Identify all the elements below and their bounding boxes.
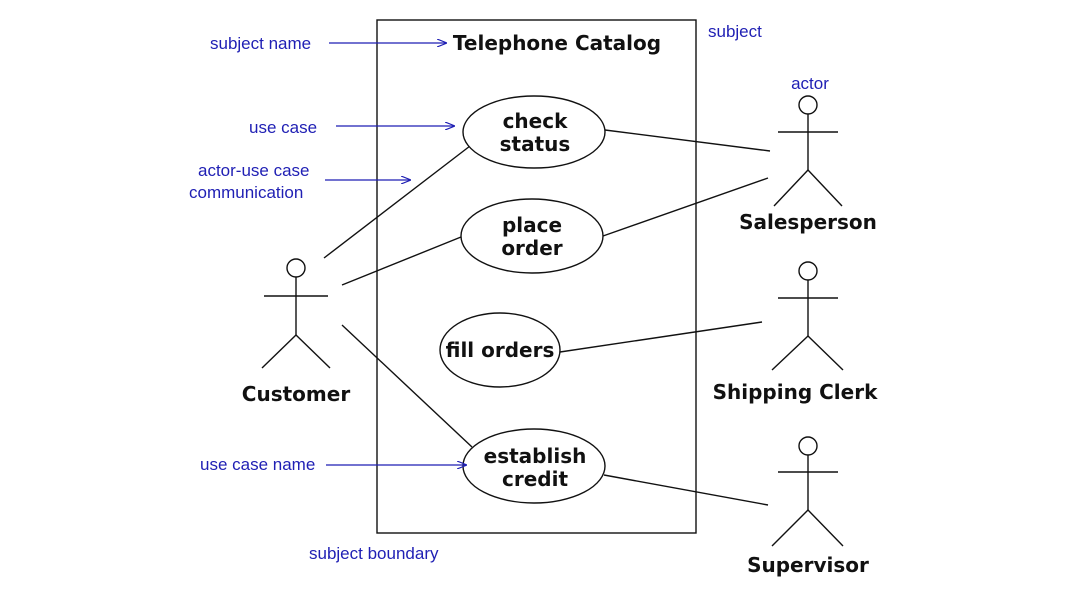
actor-shipping-clerk-label: Shipping Clerk: [713, 380, 878, 404]
annotation-subject-boundary: subject boundary: [309, 544, 439, 563]
use-case-check-status-label-1: check: [503, 109, 569, 133]
actor-supervisor: Supervisor: [747, 436, 869, 577]
association-customer-check-status: [323, 145, 471, 259]
association-establish-credit-supervisor: [603, 474, 769, 506]
actor-salesperson-label: Salesperson: [739, 210, 877, 234]
association-place-order-salesperson: [602, 177, 769, 237]
use-case-place-order: place order: [460, 198, 604, 274]
use-case-check-status-label-2: status: [500, 132, 571, 156]
association-fill-orders-shipping-clerk: [559, 321, 763, 353]
annotation-actor: actor: [791, 74, 829, 93]
use-case-establish-credit-label-1: establish: [484, 444, 587, 468]
annotation-communication-line-1: actor-use case: [198, 161, 310, 180]
annotation-subject: subject: [708, 22, 762, 41]
annotation-communication-line-2: communication: [189, 183, 303, 202]
actor-shipping-clerk: Shipping Clerk: [713, 261, 878, 404]
actor-customer-label: Customer: [242, 382, 351, 406]
annotation-subject-name: subject name: [210, 34, 311, 53]
use-case-place-order-label-1: place: [502, 213, 562, 237]
actor-supervisor-label: Supervisor: [747, 553, 869, 577]
actor-customer: Customer: [242, 258, 351, 406]
subject-title: Telephone Catalog: [453, 31, 661, 55]
association-customer-place-order: [341, 236, 462, 286]
use-case-establish-credit-label-2: credit: [502, 467, 568, 491]
use-case-place-order-label-2: order: [501, 236, 562, 260]
use-case-check-status: check status: [462, 95, 606, 169]
use-case-establish-credit: establish credit: [462, 428, 606, 504]
annotation-use-case: use case: [249, 118, 317, 137]
use-case-fill-orders: fill orders: [439, 312, 561, 388]
association-customer-establish-credit: [341, 324, 473, 448]
annotation-use-case-name: use case name: [200, 455, 315, 474]
association-check-status-salesperson: [604, 129, 771, 152]
subject-boundary: [376, 19, 697, 534]
actor-salesperson: Salesperson: [739, 95, 877, 234]
use-case-fill-orders-label: fill orders: [446, 338, 555, 362]
